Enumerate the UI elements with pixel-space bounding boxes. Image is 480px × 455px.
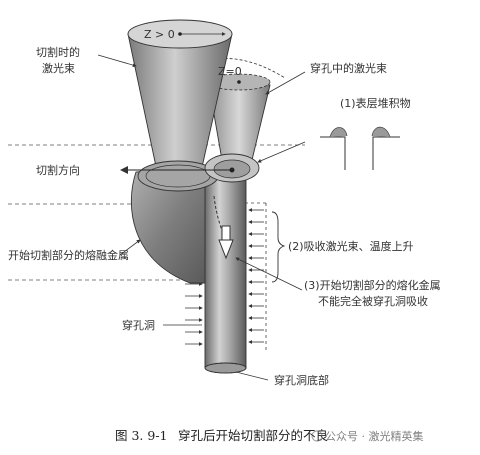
- right-pressure-arrows: [248, 208, 264, 344]
- pierce-hole-label: 穿孔洞: [122, 318, 155, 332]
- molten-metal-label-2: 不能完全被穿孔洞吸收: [318, 294, 428, 308]
- z-markers: Z > 0 Z=0: [144, 28, 242, 84]
- watermark-text: 公众号 · 激光精英集: [325, 429, 424, 443]
- deposit-ring: [204, 153, 260, 183]
- z-zero-label: Z=0: [218, 65, 242, 78]
- cutting-laser-label-1: 切割时的: [36, 45, 80, 59]
- z-positive-label: Z > 0: [144, 28, 175, 41]
- absorb-laser-label: (2)吸收激光束、温度上升: [288, 239, 414, 253]
- molten-metal-mass: [130, 169, 206, 284]
- piercing-laser-label: 穿孔中的激光束: [310, 61, 387, 75]
- cutting-laser-label-2: 激光束: [42, 61, 75, 75]
- leader-lines: [97, 54, 306, 381]
- watermark: 公众号 · 激光精英集: [311, 429, 424, 443]
- molten-metal-label-1: (3)开始切割部分的熔化金属: [304, 278, 441, 292]
- figure-number: 图 3. 9-1: [115, 428, 168, 443]
- absorb-bracket: [271, 211, 286, 283]
- cut-direction-label: 切割方向: [36, 163, 80, 177]
- figure-caption: 穿孔后开始切割部分的不良: [178, 428, 328, 443]
- melt-flow-arrow: [213, 195, 234, 260]
- surface-deposit-label: (1)表层堆积物: [340, 96, 411, 110]
- pierce-hole-cylinder: [204, 177, 247, 374]
- pierce-bottom-label: 穿孔洞底部: [274, 373, 329, 387]
- wechat-icon: [311, 430, 323, 442]
- melting-metal-label: 开始切割部分的熔融金属: [8, 248, 129, 262]
- deposit-inset: [320, 126, 400, 170]
